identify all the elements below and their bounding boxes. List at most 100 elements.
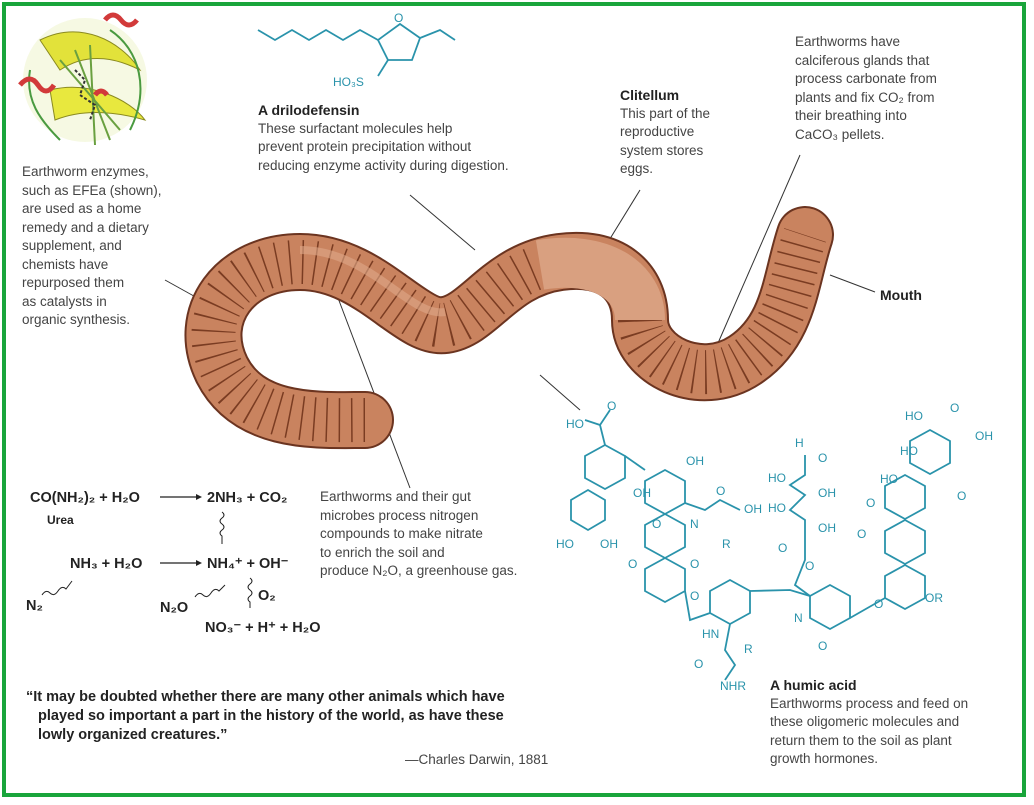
- drilodefensin-atom-label: HO₃S: [333, 75, 364, 89]
- atom-label: NHR: [720, 679, 746, 693]
- efea-protein-structure: [18, 12, 147, 146]
- quote-line: lowly organized creatures.”: [38, 727, 228, 743]
- earthworm: [184, 206, 834, 450]
- text-line: compounds to make nitrate: [320, 526, 483, 541]
- atom-label: HO: [768, 471, 786, 485]
- nitrogen-note: Earthworms and their gut microbes proces…: [320, 488, 517, 581]
- text-line: to enrich the soil and: [320, 544, 445, 560]
- atom-label: O: [652, 517, 661, 531]
- atom-label: O: [607, 399, 616, 413]
- text-line: microbes process nitrogen: [320, 507, 479, 523]
- humic-acid-title: A humic acid: [770, 677, 857, 693]
- calciferous-note: Earthworms have calciferous glands that …: [795, 33, 937, 144]
- text-line: CaCO₃ pellets.: [795, 126, 885, 142]
- reaction-1-products: 2NH₃ + CO₂: [207, 490, 287, 506]
- text-line: These surfactant molecules help: [258, 120, 453, 136]
- atom-label: N: [794, 611, 803, 625]
- text-line: repurposed them: [22, 275, 125, 290]
- mouth-label-box: Mouth: [880, 286, 922, 305]
- reaction-2-products: NH₄⁺ + OH⁻: [207, 556, 289, 572]
- atom-label: O: [690, 557, 699, 571]
- clitellum-title: Clitellum: [620, 87, 680, 103]
- urea-label: Urea: [47, 513, 74, 527]
- text-line: system stores: [620, 142, 704, 158]
- atom-label: OH: [818, 521, 836, 535]
- text-line: eggs.: [620, 161, 654, 176]
- atom-label: O: [805, 559, 814, 573]
- atom-label: O: [694, 657, 703, 671]
- text-line: Earthworms have: [795, 34, 901, 49]
- atom-label: O: [874, 597, 883, 611]
- text-line: organic synthesis.: [22, 312, 131, 327]
- text-line: Earthworms and their gut: [320, 489, 471, 504]
- enzyme-note: Earthworm enzymes, such as EFEa (shown),…: [22, 163, 162, 330]
- atom-label: O: [818, 451, 827, 465]
- atom-label: HO: [556, 537, 574, 551]
- text-line: remedy and a dietary: [22, 219, 149, 235]
- text-line: are used as a home: [22, 201, 142, 216]
- atom-label: R: [744, 642, 753, 656]
- atom-label: HO: [768, 501, 786, 515]
- text-line: This part of the: [620, 105, 711, 121]
- text-line: produce N₂O, a greenhouse gas.: [320, 563, 518, 578]
- mouth-label: Mouth: [880, 287, 922, 303]
- text-line: return them to the soil as plant: [770, 732, 952, 748]
- humic-acid-structure: [570, 409, 951, 681]
- reaction-3-products: NO₃⁻ + H⁺ + H₂O: [205, 620, 320, 636]
- drilodefensin-note: A drilodefensin These surfactant molecul…: [258, 101, 509, 175]
- drilodefensin-atom-label: O: [394, 11, 403, 25]
- nitrogen-reactions: CO(NH₂)₂ + H₂O 2NH₃ + CO₂ Urea NH₃ + H₂O…: [26, 490, 320, 636]
- atom-label: N: [690, 517, 699, 531]
- drilodefensin-title: A drilodefensin: [258, 102, 360, 118]
- o2-label: O₂: [258, 588, 276, 604]
- atom-label: OH: [600, 537, 618, 551]
- reaction-2-reactants: NH₃ + H₂O: [70, 556, 142, 572]
- text-line: process carbonate from: [795, 71, 937, 86]
- atom-label: OH: [744, 502, 762, 516]
- atom-label: OR: [925, 591, 943, 605]
- text-line: as catalysts in: [22, 293, 107, 309]
- text-line: calciferous glands that: [795, 52, 930, 68]
- quote-attribution: —Charles Darwin, 1881: [405, 752, 549, 767]
- text-line: prevent protein precipitation without: [258, 139, 472, 154]
- humic-acid-note: A humic acid Earthworms process and feed…: [770, 676, 968, 769]
- text-line: Earthworms process and feed on: [770, 695, 969, 711]
- n2-label: N₂: [26, 598, 43, 614]
- text-line: such as EFEa (shown),: [22, 182, 162, 198]
- atom-label: HN: [702, 627, 719, 641]
- atom-label: R: [722, 537, 731, 551]
- atom-label: O: [716, 484, 725, 498]
- text-line: chemists have: [22, 256, 109, 272]
- quote-line: played so important a part in the histor…: [38, 708, 504, 724]
- atom-label: O: [818, 639, 827, 653]
- atom-label: O: [628, 557, 637, 571]
- atom-label: OH: [818, 486, 836, 500]
- text-line: growth hormones.: [770, 751, 879, 766]
- atom-label: OH: [975, 429, 993, 443]
- n2o-label: N₂O: [160, 600, 188, 616]
- clitellum-note: Clitellum This part of the reproductive …: [620, 86, 710, 179]
- atom-label: OH: [686, 454, 704, 468]
- atom-label: HO: [880, 472, 898, 486]
- atom-label: O: [866, 496, 875, 510]
- humic-acid-atom-labels: HO O OH OH HO OH O N OH O R O O O HN R O…: [556, 399, 993, 693]
- atom-label: HO: [905, 409, 923, 423]
- atom-label: O: [778, 541, 787, 555]
- text-line: reproductive: [620, 124, 695, 139]
- text-line: plants and fix CO₂ from: [795, 89, 935, 105]
- atom-label: HO: [566, 417, 584, 431]
- text-line: supplement, and: [22, 238, 122, 253]
- darwin-quote: “It may be doubted whether there are man…: [26, 688, 505, 745]
- text-line: reducing enzyme activity during digestio…: [258, 157, 509, 173]
- drilodefensin-structure: [257, 22, 456, 77]
- green-frame: [2, 2, 1026, 797]
- atom-label: O: [857, 527, 866, 541]
- atom-label: OH: [633, 486, 651, 500]
- reaction-1-reactants: CO(NH₂)₂ + H₂O: [30, 490, 140, 506]
- atom-label: HO: [900, 444, 918, 458]
- text-line: these oligomeric molecules and: [770, 714, 960, 729]
- atom-label: H: [795, 436, 804, 450]
- text-line: their breathing into: [795, 108, 907, 123]
- atom-label: O: [690, 589, 699, 603]
